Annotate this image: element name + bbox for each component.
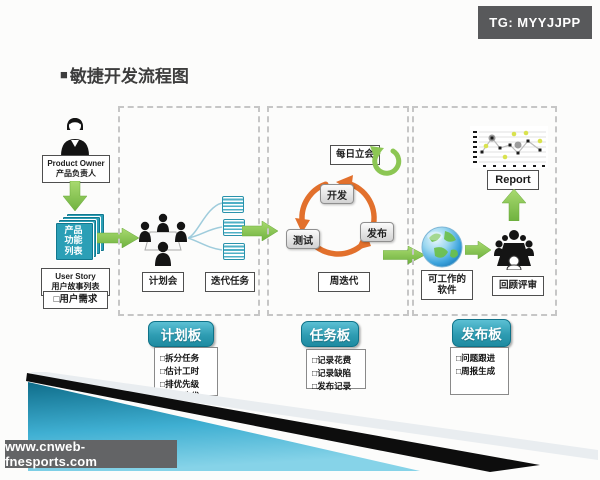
arrow-right-icon-3	[383, 246, 425, 264]
watermark-text: www.cnweb-fnesports.com	[5, 439, 98, 469]
release-board-button: 发布板	[452, 319, 511, 347]
working-software-label: 可工作的 软件	[421, 270, 473, 300]
user-story-en: User Story	[55, 271, 96, 281]
cycle-node-test: 测试	[286, 229, 320, 249]
list-item: □记录花费	[312, 355, 352, 365]
list-item: □排优先级	[160, 378, 200, 389]
watermark-bar: www.cnweb-fnesports.com	[5, 439, 177, 469]
globe-icon	[421, 226, 463, 268]
planning-meeting-label: 计划会	[142, 272, 184, 292]
retrospective-review-label: 回顾评审	[492, 276, 544, 296]
list-item: □拆分任务	[160, 353, 200, 363]
phase-box-iteration	[267, 106, 409, 316]
product-owner-en: Product Owner	[47, 158, 105, 168]
list-item: □周报生成	[456, 365, 496, 376]
phase-box-release	[412, 106, 557, 316]
user-story-zh: 用户故事列表	[51, 282, 100, 291]
iteration-card-icon	[222, 196, 244, 213]
task-connector-lines	[188, 202, 223, 251]
iteration-tasks-label: 迭代任务	[205, 272, 255, 292]
release-board-list: □问题跟进 □周报生成	[450, 347, 509, 395]
task-board-list: □记录花费 □记录缺陷 □发布记录	[306, 349, 366, 391]
product-owner-zh: 产品负责人	[56, 169, 96, 178]
planning-meeting-icon	[139, 213, 187, 266]
product-backlog-stack: 产品 功能 列表	[55, 213, 105, 261]
list-item: □问题跟进	[456, 353, 496, 363]
arrow-right-icon-4	[465, 241, 491, 259]
user-requirement-label: □用户需求	[43, 291, 108, 309]
product-owner-icon	[61, 118, 89, 156]
iteration-card-icon	[223, 243, 245, 260]
tg-badge: TG: MYYJJPP	[478, 6, 592, 39]
title-bullet-icon: ■	[60, 67, 68, 82]
arrow-up-icon	[502, 189, 526, 221]
planning-board-button: 计划板	[148, 321, 214, 347]
cycle-node-release: 发布	[360, 222, 394, 242]
refresh-cycle-icon	[370, 146, 402, 176]
product-backlog-label: 产品 功能 列表	[64, 224, 83, 256]
review-meeting-icon	[494, 230, 534, 270]
list-item: □估计工时	[160, 365, 200, 376]
report-chart	[470, 126, 548, 168]
list-item: □记录缺陷	[312, 367, 352, 378]
page-title: ■ 敏捷开发流程图	[60, 62, 189, 87]
arrow-down-icon	[63, 181, 87, 211]
product-owner-label: Product Owner 产品负责人	[42, 155, 110, 183]
list-item: □发布记录	[312, 380, 352, 391]
tg-badge-label: TG: MYYJJPP	[489, 15, 581, 30]
report-label: Report	[487, 170, 539, 190]
weekly-iteration-label: 周迭代	[318, 272, 370, 292]
cycle-node-develop: 开发	[320, 184, 354, 204]
arrow-right-icon-2	[242, 221, 278, 241]
phase-box-planning	[118, 106, 260, 316]
task-board-button: 任务板	[301, 321, 359, 347]
title-text: 敏捷开发流程图	[69, 67, 189, 86]
